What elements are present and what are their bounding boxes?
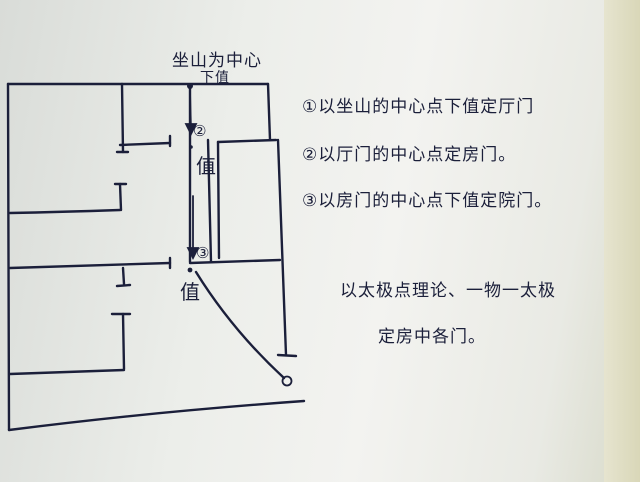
center-point-3 [187,267,193,273]
outer-left-wall [6,82,11,432]
yard-door-point [281,375,293,387]
middle-divider [8,261,172,270]
right-wall-lower [276,138,288,357]
cell-3-label: 值 [180,280,201,304]
arrow-1-head [184,123,198,137]
paper-edge [604,0,640,482]
room4-right-wall [121,312,126,371]
yard-path-curve [194,270,286,380]
room3-wall [121,266,126,286]
room3-stub [115,283,132,288]
arrow-2-head [186,247,200,261]
middle-divider-right [188,258,282,265]
center-point-1 [187,83,193,89]
top-label-line2: 下值 [200,70,230,86]
note-1: ①以坐山的中心点下值定厅门 [302,97,535,117]
hall-right-wall [216,138,278,144]
note-2: ②以厅门的中心点定房门。 [302,145,517,165]
summary-line-1: 以太极点理论、一物一太极 [340,281,556,301]
summary-line-2: 定房中各门。 [378,327,486,347]
right-wall-upper [266,82,272,142]
corridor-right-wall [206,138,213,264]
room1-right-wall [120,82,125,154]
note-3: ③以房门的中心点下值定院门。 [302,191,553,211]
room2-right-wall [118,182,123,212]
center-point-2 [189,145,193,149]
marker-2: ② [193,122,208,140]
room4-floor [8,368,126,376]
right-wall-cap [276,353,298,358]
outer-bottom-wall [7,399,306,432]
marker-3: ③ [196,244,211,262]
hall-inner-wall [216,140,221,260]
top-label-line1: 坐山为中心 [172,51,262,71]
room1-door-top [118,141,172,147]
cell-2-label: 值 [196,154,217,178]
room2-floor [8,208,122,215]
